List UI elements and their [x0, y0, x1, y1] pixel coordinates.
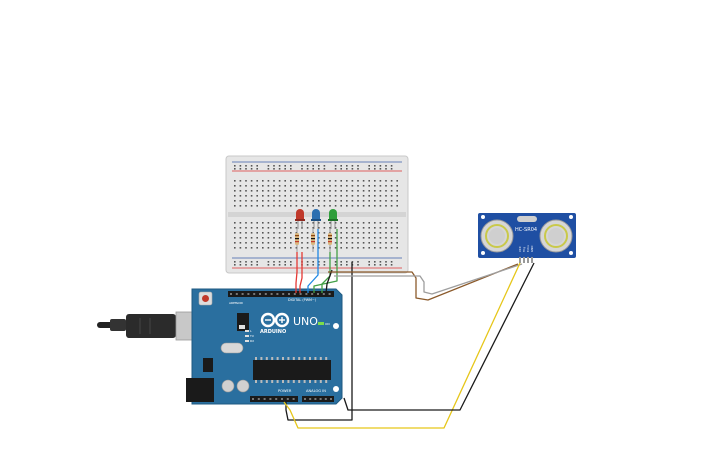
usb-cable[interactable] [97, 311, 195, 341]
analog-header-label: ANALOG IN [306, 389, 326, 393]
model-label: UNO [293, 315, 318, 328]
transducer-left [480, 219, 514, 253]
on-label: ON [325, 322, 330, 326]
wire-blue[interactable] [307, 229, 319, 293]
ultrasonic-sensor[interactable]: HC-SR04 VCC Trig Echo GND [478, 213, 576, 263]
wire-black-breadboard[interactable] [285, 262, 353, 421]
led-group [295, 209, 338, 252]
arduino-logo [260, 312, 290, 328]
digital-header-label: DIGITAL (PWM~) [288, 298, 317, 302]
wire-black-sensor[interactable] [343, 262, 535, 411]
pin-label-gnd: GND [530, 246, 534, 252]
wires [283, 229, 535, 429]
resistor-3[interactable] [328, 229, 332, 252]
rx-label: RX [250, 339, 254, 343]
power-header-label: POWER [278, 389, 292, 393]
gnd-top-label: GND [236, 301, 244, 305]
red-led[interactable] [295, 209, 305, 229]
resistor-2[interactable] [311, 229, 315, 252]
resistor-1[interactable] [295, 229, 299, 252]
wire-black-gnd[interactable] [325, 269, 333, 294]
sensor-model-label: HC-SR04 [515, 227, 537, 233]
wire-red[interactable] [295, 252, 298, 293]
pin-label-trig: Trig [522, 247, 526, 253]
pin-label-echo: Echo [526, 245, 530, 252]
wire-brown[interactable] [328, 263, 519, 301]
wire-green-2[interactable] [321, 252, 331, 293]
wire-gray[interactable] [334, 263, 523, 295]
breadboard-holes [234, 165, 398, 266]
brand-label: ARDUINO [260, 329, 286, 335]
wire-green[interactable] [313, 229, 338, 293]
wire-red-2[interactable] [299, 252, 303, 293]
aref-label: AREF [229, 301, 237, 305]
l-label: L [250, 329, 252, 333]
transducer-right [539, 219, 573, 253]
green-led[interactable] [328, 209, 338, 229]
blue-led[interactable] [311, 209, 321, 229]
tx-label: TX [249, 334, 254, 338]
arduino-board[interactable]: UNO ARDUINO DIGITAL (PWM~) POWER ANALOG … [186, 288, 343, 405]
wire-yellow[interactable] [283, 262, 521, 429]
pin-label-vcc: VCC [518, 246, 522, 252]
